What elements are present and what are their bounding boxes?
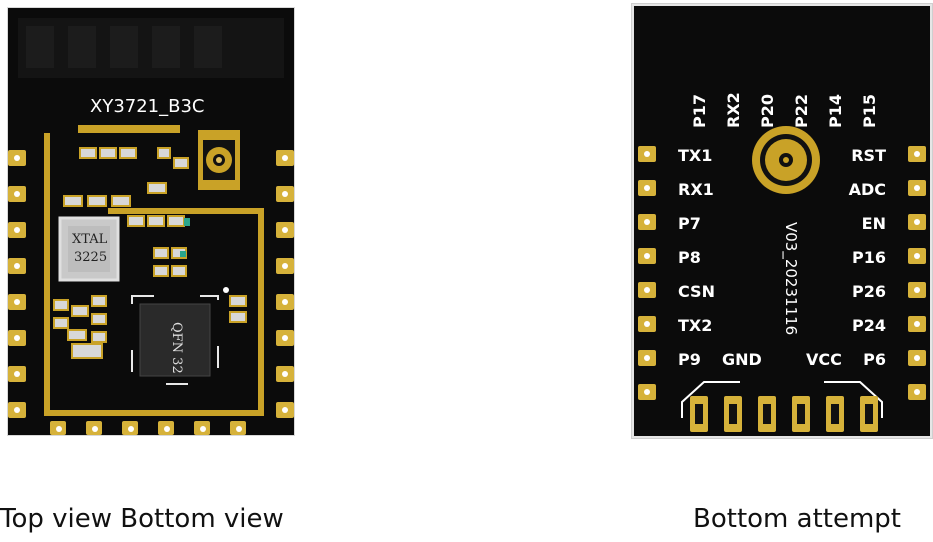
top-right-pad [276, 222, 294, 238]
version-label: V03_20231116 [782, 222, 800, 336]
pin-label-top: P14 [826, 94, 845, 128]
top-bottom-pad [158, 421, 174, 435]
bottom-left-pad [638, 248, 656, 264]
bottom-left-pad [638, 384, 656, 400]
caption-right: Bottom attempt [693, 504, 901, 534]
top-right-pad [276, 330, 294, 346]
bottom-right-pad [908, 146, 926, 162]
bottom-left-pad [638, 282, 656, 298]
top-right-pad [276, 402, 294, 418]
module-label: XY3721_B3C [90, 96, 205, 117]
bottom-left-pad [638, 316, 656, 332]
bottom-view-circuit [681, 126, 883, 432]
top-right-pad [276, 366, 294, 382]
bottom-right-pad [908, 384, 926, 400]
pin-label-top: P17 [690, 94, 709, 128]
caption-left: Top view Bottom view [0, 504, 284, 534]
bottom-right-pad [908, 316, 926, 332]
top-left-pad [8, 222, 26, 238]
top-right-pad [276, 150, 294, 166]
pin-label-right: EN [861, 214, 886, 233]
pin-label-top: RX2 [724, 92, 743, 128]
pin-label-right: RST [851, 146, 886, 165]
top-left-pad [8, 330, 26, 346]
bottom-left-pad [638, 146, 656, 162]
top-left-pad [8, 402, 26, 418]
pin-label-top: P15 [860, 94, 879, 128]
pin-label-left: P9 [678, 350, 701, 369]
top-view-board: XY3721_B3C XTAL 3225 QFN 32 [8, 8, 294, 435]
pin-label-top: P22 [792, 94, 811, 128]
bottom-right-pad [908, 214, 926, 230]
pin-label-right: P24 [852, 316, 886, 335]
top-bottom-pad [194, 421, 210, 435]
ic-label: QFN 32 [169, 322, 184, 374]
top-left-pad [8, 150, 26, 166]
pin-label-left: P8 [678, 248, 701, 267]
bottom-right-pad [908, 282, 926, 298]
top-left-pad [8, 258, 26, 274]
pin-label-right: P16 [852, 248, 886, 267]
pin-label-left: CSN [678, 282, 715, 301]
top-left-pad [8, 366, 26, 382]
top-bottom-pad [230, 421, 246, 435]
bottom-right-pad [908, 350, 926, 366]
bottom-right-pad [908, 180, 926, 196]
top-right-pad [276, 186, 294, 202]
pin-label-right: P26 [852, 282, 886, 301]
bottom-right-pad [908, 248, 926, 264]
top-right-pad [276, 294, 294, 310]
crystal-label-2: 3225 [74, 250, 108, 265]
vcc-label: VCC [806, 350, 842, 369]
bottom-left-pad [638, 180, 656, 196]
pin-label-top: P20 [758, 94, 777, 128]
pin-label-right: P6 [863, 350, 886, 369]
top-bottom-pad [50, 421, 66, 435]
top-left-pad [8, 186, 26, 202]
top-bottom-pad [86, 421, 102, 435]
bottom-left-pad [638, 350, 656, 366]
pin-label-left: TX2 [678, 316, 713, 335]
pin-label-left: TX1 [678, 146, 713, 165]
bottom-left-pad [638, 214, 656, 230]
gnd-label: GND [722, 350, 762, 369]
pin-label-left: RX1 [678, 180, 714, 199]
pin-label-left: P7 [678, 214, 701, 233]
top-right-pad [276, 258, 294, 274]
crystal-label-1: XTAL [72, 232, 108, 247]
top-left-pad [8, 294, 26, 310]
top-bottom-pad [122, 421, 138, 435]
pin-label-right: ADC [848, 180, 886, 199]
bottom-view-board: P17 RX2 P20 P22 P14 P15 TX1 RX1 P7 P8 CS… [632, 4, 932, 438]
top-view-circuit [18, 18, 284, 416]
